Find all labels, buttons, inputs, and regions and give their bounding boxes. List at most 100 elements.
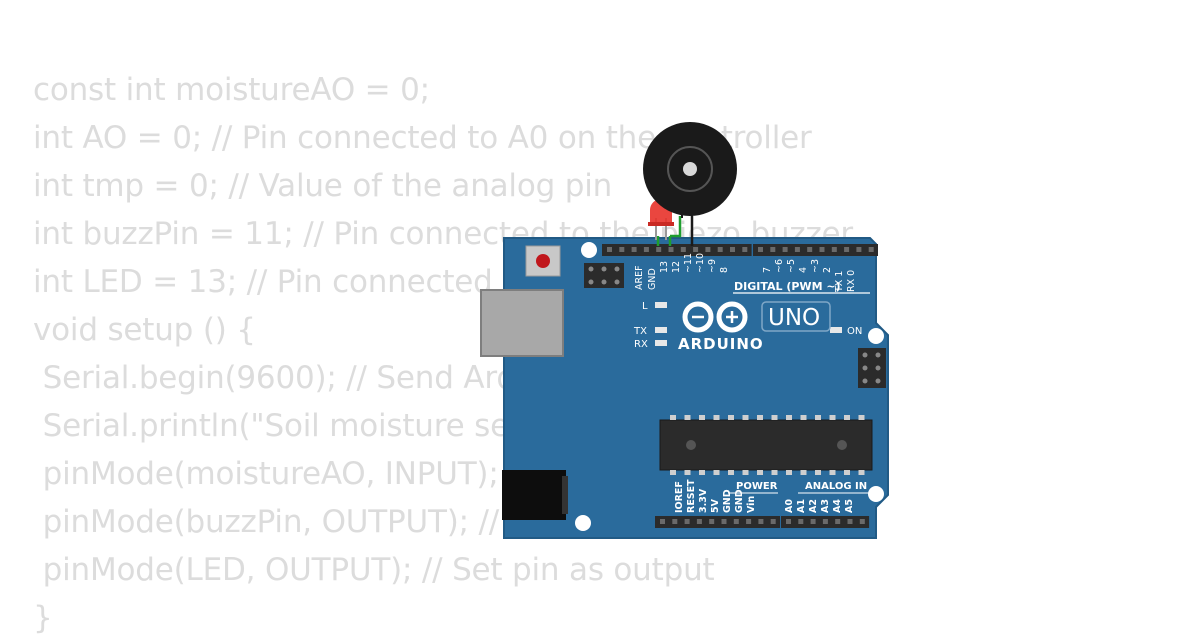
digital-header-right bbox=[753, 244, 878, 256]
usb-connector-front bbox=[480, 289, 564, 357]
chip-pins-bottom bbox=[670, 470, 865, 475]
tx-led bbox=[655, 327, 667, 333]
header-pin bbox=[794, 247, 800, 252]
pin-label: RESET bbox=[686, 479, 697, 513]
model-badge bbox=[761, 301, 831, 332]
brand-label: ARDUINO bbox=[678, 335, 764, 353]
reset-button-cap bbox=[536, 254, 550, 268]
pin-label: A2 bbox=[808, 499, 819, 513]
pin-label: Vin bbox=[746, 496, 757, 513]
header-pin bbox=[696, 519, 702, 524]
header-pin bbox=[660, 519, 665, 524]
code-line: } bbox=[33, 600, 53, 636]
header-pin bbox=[619, 247, 625, 252]
header-pin bbox=[782, 247, 788, 252]
power-jack bbox=[502, 470, 566, 520]
header-pin bbox=[819, 247, 825, 252]
pin-label: RX 0 bbox=[846, 270, 857, 292]
code-line: const int moistureAO = 0; bbox=[33, 72, 430, 108]
header-pin bbox=[770, 519, 776, 524]
rx-led bbox=[655, 340, 667, 346]
header-pin bbox=[631, 247, 637, 252]
header-pin bbox=[717, 247, 723, 252]
header-pin bbox=[770, 247, 776, 252]
header-pin bbox=[831, 247, 837, 252]
pin-label: 3.3V bbox=[698, 488, 709, 513]
header-pin bbox=[656, 247, 662, 252]
header-pin bbox=[680, 247, 686, 252]
header-pin bbox=[746, 519, 752, 524]
pin-label: 8 bbox=[719, 267, 730, 273]
model-label: UNO bbox=[768, 305, 820, 331]
pin-label: GND bbox=[647, 268, 658, 290]
analog-label: ANALOG IN bbox=[805, 481, 867, 492]
header-pin bbox=[810, 519, 816, 524]
header-pin bbox=[822, 519, 828, 524]
header-pin bbox=[844, 247, 850, 252]
header-pin bbox=[868, 247, 874, 252]
tx-label: TX bbox=[633, 326, 647, 337]
digital-label: DIGITAL (PWM ~) bbox=[734, 280, 841, 293]
arduino-logo-icon bbox=[682, 301, 748, 333]
reset-button bbox=[525, 245, 561, 277]
header-pin bbox=[672, 519, 678, 524]
header-pin bbox=[798, 519, 804, 524]
l-label: L bbox=[642, 301, 648, 312]
power-jack-edge bbox=[562, 476, 568, 514]
header-pin bbox=[721, 519, 727, 524]
pin-label: TX 1 bbox=[834, 271, 845, 293]
chip-pins-top bbox=[670, 415, 865, 420]
mounting-hole bbox=[581, 242, 597, 258]
pin-label: A3 bbox=[820, 499, 831, 513]
pin-label: 13 bbox=[659, 261, 670, 273]
pin-label: IOREF bbox=[674, 481, 685, 513]
header-pin bbox=[859, 519, 865, 524]
header-pin bbox=[730, 247, 735, 252]
pin-label: ~9 bbox=[707, 259, 718, 273]
header-pin bbox=[758, 519, 764, 524]
pin-label: GND bbox=[734, 489, 745, 513]
code-line: pinMode(moistureAO, INPUT); bbox=[33, 456, 499, 492]
header-pin bbox=[742, 247, 748, 252]
pin-label: 7 bbox=[762, 267, 773, 273]
pin-label: A4 bbox=[832, 499, 843, 513]
on-label: ON bbox=[847, 326, 862, 337]
pin-label: 4 bbox=[798, 267, 809, 273]
header-pin bbox=[856, 247, 862, 252]
pin-label: 5V bbox=[710, 498, 721, 513]
pin-label: GND bbox=[722, 489, 733, 513]
header-pin bbox=[643, 247, 649, 252]
header-pin bbox=[693, 247, 699, 252]
chip-dot bbox=[686, 440, 696, 450]
power-header bbox=[655, 516, 780, 528]
rx-label: RX bbox=[634, 339, 648, 350]
header-pin bbox=[668, 247, 674, 252]
pin-label: ~5 bbox=[786, 259, 797, 273]
mounting-hole bbox=[868, 486, 884, 502]
pin-label: ~3 bbox=[810, 259, 821, 273]
l-led bbox=[655, 302, 667, 308]
on-led bbox=[830, 327, 842, 333]
header-pin bbox=[705, 247, 711, 252]
header-pin bbox=[758, 247, 763, 252]
analog-header bbox=[781, 516, 870, 528]
pin-label: A0 bbox=[784, 499, 795, 513]
pin-label: A5 bbox=[844, 499, 855, 513]
pin-label: ~11 bbox=[683, 253, 694, 273]
pin-label: ~6 bbox=[774, 259, 785, 273]
header-pin bbox=[607, 247, 612, 252]
header-pin bbox=[807, 247, 813, 252]
icsp-header-right bbox=[858, 348, 886, 388]
code-line: pinMode(LED, OUTPUT); // Set pin as outp… bbox=[33, 552, 715, 588]
pin-label: A1 bbox=[796, 499, 807, 513]
pin-label: 12 bbox=[671, 261, 682, 273]
pin-label: AREF bbox=[634, 265, 645, 290]
header-pin bbox=[835, 519, 841, 524]
header-pin bbox=[786, 519, 791, 524]
chip-dot bbox=[837, 440, 847, 450]
wires bbox=[656, 216, 694, 246]
code-line: int tmp = 0; // Value of the analog pin bbox=[33, 168, 613, 204]
